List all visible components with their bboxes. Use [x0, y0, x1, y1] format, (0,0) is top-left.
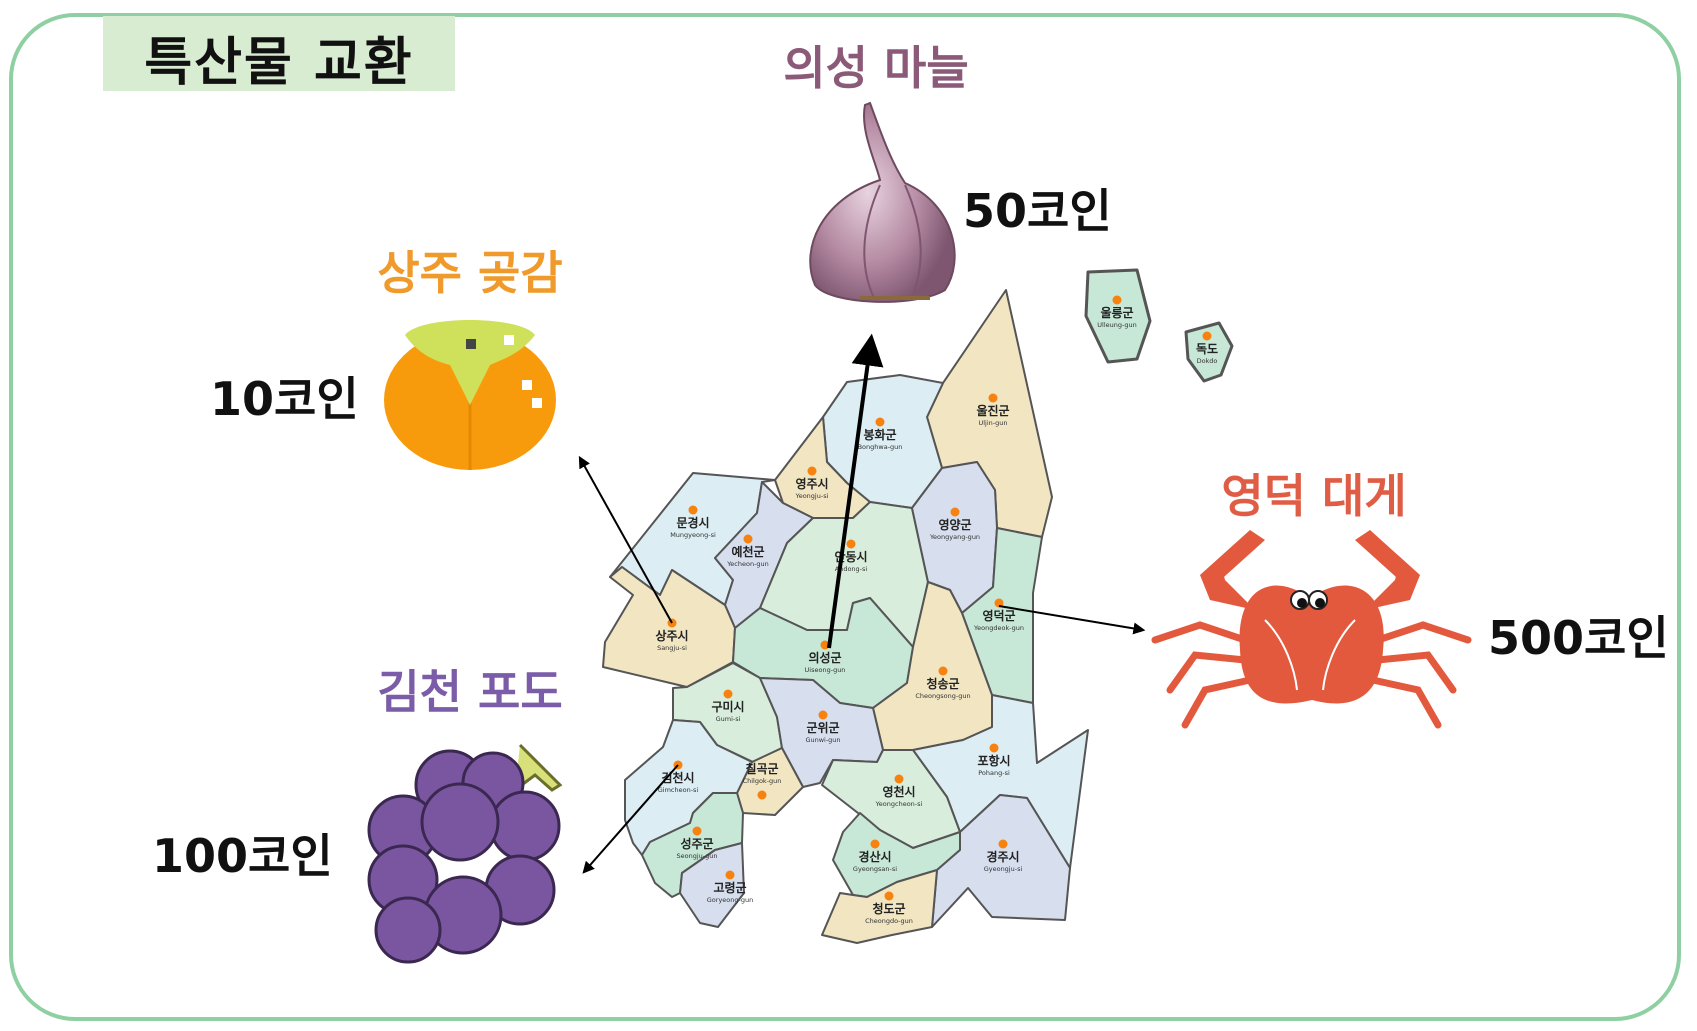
garlic-price: 50코인	[963, 184, 1112, 238]
region-name-en-dokdo: Dokdo	[1197, 357, 1218, 365]
region-name-yeongcheon-si: 영천시	[882, 784, 915, 799]
crab-name: 영덕 대게	[1221, 469, 1407, 523]
region-name-yeongju-si: 영주시	[795, 476, 828, 491]
region-name-en-sangju-si: Sangju-si	[657, 644, 687, 652]
region-name-en-gimcheon-si: Gimcheon-si	[658, 786, 699, 794]
grape-icon	[367, 743, 563, 964]
region-name-yecheon-gun: 예천군	[731, 544, 764, 559]
region-name-chilgok-gun: 칠곡군	[745, 761, 778, 776]
region-name-en-yeongcheon-si: Yeongcheon-si	[875, 800, 923, 808]
region-gyeongju-si	[931, 794, 1071, 928]
region-name-en-yeongyang-gun: Yeongyang-gun	[929, 533, 980, 541]
region-goryeong-gun	[679, 842, 745, 928]
region-dot-goryeong-gun	[725, 870, 735, 880]
arrow-garlic	[827, 333, 884, 649]
region-name-en-andong-si: Andong-si	[835, 565, 868, 573]
region-name-cheongsong-gun: 청송군	[926, 676, 959, 691]
region-dot-bonghwa-gun	[875, 417, 885, 427]
region-name-ulleung-gun: 울릉군	[1100, 305, 1133, 320]
region-name-en-gyeongsan-si: Gyeongsan-si	[853, 865, 897, 873]
region-dot-gunwi-gun	[818, 710, 828, 720]
region-name-en-cheongsong-gun: Cheongsong-gun	[915, 692, 970, 700]
persimmon-price: 10코인	[210, 372, 359, 426]
persimmon-icon	[384, 320, 556, 470]
region-name-gyeongju-si: 경주시	[986, 850, 1019, 864]
region-dot-yeongdeok-gun	[994, 598, 1004, 608]
region-dot-cheongsong-gun	[938, 666, 948, 676]
region-seongju-gun	[641, 792, 744, 898]
region-name-en-yeongju-si: Yeongju-si	[795, 492, 829, 500]
region-dot-cheongdo-gun	[884, 891, 894, 901]
region-name-en-yecheon-gun: Yecheon-gun	[726, 560, 769, 568]
region-dot-yecheon-gun	[743, 534, 753, 544]
region-name-en-cheongdo-gun: Cheongdo-gun	[865, 917, 913, 925]
arrow-crab	[998, 605, 1146, 635]
region-dot-seongju-gun	[692, 826, 702, 836]
region-name-yeongdeok-gun: 영덕군	[982, 608, 1015, 623]
region-name-gyeongsan-si: 경산시	[858, 849, 891, 864]
region-dot-yeongyang-gun	[950, 507, 960, 517]
region-name-gunwi-gun: 군위군	[806, 721, 839, 735]
region-name-pohang-si: 포항시	[977, 753, 1010, 768]
region-name-en-gumi-si: Gumi-si	[716, 715, 741, 723]
garlic-icon	[809, 101, 956, 303]
region-dot-yeongcheon-si	[894, 774, 904, 784]
region-name-en-uljin-gun: Uljin-gun	[978, 419, 1007, 427]
region-dot-mungyeong-si	[688, 505, 698, 515]
region-name-en-seongju-gun: Seongju-gun	[677, 852, 718, 860]
region-name-en-pohang-si: Pohang-si	[978, 769, 1010, 777]
region-name-en-gyeongju-si: Gyeongju-si	[984, 865, 1023, 873]
region-name-uiseong-gun: 의성군	[808, 650, 841, 665]
region-dot-dokdo	[1202, 331, 1212, 341]
region-name-gumi-si: 구미시	[711, 699, 744, 714]
region-name-en-mungyeong-si: Mungyeong-si	[670, 531, 716, 539]
region-name-mungyeong-si: 문경시	[676, 516, 709, 530]
crab-price: 500코인	[1488, 611, 1669, 665]
region-name-dokdo: 독도	[1196, 342, 1218, 356]
crab-icon	[1151, 530, 1472, 729]
region-name-en-bonghwa-gun: Bonghwa-gun	[858, 443, 903, 451]
title-box: 특산물 교환	[103, 16, 455, 93]
region-ulleung-gun	[1084, 268, 1152, 364]
region-dot-ulleung-gun	[1112, 295, 1122, 305]
region-dot-gyeongju-si	[998, 839, 1008, 849]
region-dokdo	[1184, 321, 1234, 383]
region-dot-yeongju-si	[807, 466, 817, 476]
region-name-sangju-si: 상주시	[655, 628, 688, 643]
region-polygons	[602, 268, 1234, 944]
grape-price: 100코인	[152, 829, 333, 883]
region-dot-gumi-si	[723, 689, 733, 699]
region-name-en-gunwi-gun: Gunwi-gun	[805, 736, 840, 744]
outer-frame	[9, 13, 1681, 1021]
region-dot-chilgok-gun	[757, 790, 767, 800]
region-name-cheongdo-gun: 청도군	[872, 901, 905, 916]
region-name-yeongyang-gun: 영양군	[938, 517, 971, 532]
region-name-en-yeongdeok-gun: Yeongdeok-gun	[973, 624, 1024, 632]
region-name-en-uiseong-gun: Uiseong-gun	[805, 666, 846, 674]
garlic-name: 의성 마늘	[783, 41, 969, 95]
region-cheongdo-gun	[821, 869, 938, 944]
region-name-seongju-gun: 성주군	[680, 837, 713, 851]
arrow-persimmon	[578, 455, 673, 624]
region-dot-andong-si	[846, 539, 856, 549]
region-name-en-ulleung-gun: Ulleung-gun	[1097, 321, 1136, 329]
region-dot-uljin-gun	[988, 393, 998, 403]
region-name-goryeong-gun: 고령군	[713, 881, 746, 895]
region-name-bonghwa-gun: 봉화군	[863, 427, 896, 442]
region-name-uljin-gun: 울진군	[976, 403, 1009, 418]
region-name-en-goryeong-gun: Goryeong-gun	[707, 896, 753, 904]
region-dot-pohang-si	[989, 743, 999, 753]
page-title: 특산물 교환	[144, 33, 414, 93]
grape-name: 김천 포도	[377, 665, 563, 719]
persimmon-name: 상주 곶감	[377, 246, 563, 300]
arrow-grape	[582, 764, 679, 874]
region-dot-gyeongsan-si	[870, 839, 880, 849]
region-name-en-chilgok-gun: Chilgok-gun	[743, 777, 782, 785]
